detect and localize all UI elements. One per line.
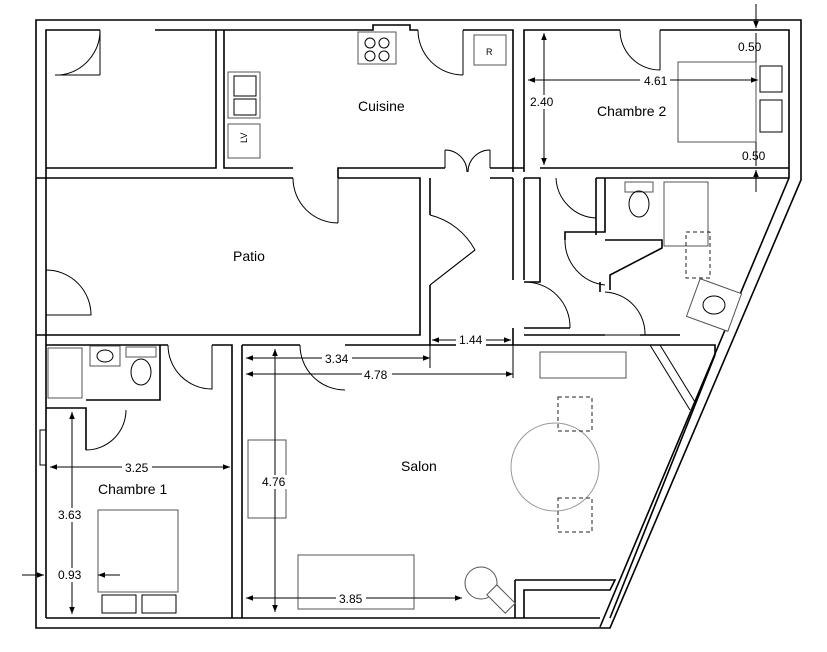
dim-salon-lower-width: 3.85 [339, 592, 363, 606]
dim-chambre2-top-clear: 0.50 [738, 40, 762, 54]
kitchen-sink-icon [227, 71, 261, 119]
fridge-icon [473, 34, 507, 66]
room-label-cuisine: Cuisine [358, 98, 405, 114]
dim-salon-depth: 4.76 [262, 475, 286, 489]
room-labels: Cuisine Chambre 2 Patio Chambre 1 Salon [98, 98, 666, 497]
dim-chambre2-depth: 2.40 [530, 95, 554, 109]
lamp-icon [464, 566, 498, 600]
shower-chambre1-icon [47, 347, 83, 399]
room-label-chambre2: Chambre 2 [597, 103, 666, 119]
dim-chambre2-width: 4.61 [644, 74, 668, 88]
dim-chambre2-bottom-clear: 0.50 [742, 149, 766, 163]
room-label-salon: Salon [401, 458, 437, 474]
washbasin-icon [685, 278, 743, 332]
interior-walls [36, 30, 789, 619]
stove-icon [357, 31, 397, 65]
sideboard-icon [539, 351, 627, 379]
dim-chambre1-depth: 3.63 [58, 508, 82, 522]
furniture: R LV [47, 31, 783, 614]
dim-salon-upper-width: 3.34 [325, 352, 349, 366]
bed-chambre1-icon [97, 509, 179, 593]
dimension-lines: 4.61 2.40 0.50 0.50 1.44 3.34 4.78 4.76 [22, 4, 766, 614]
toilet-icon [624, 181, 654, 193]
dim-chambre1-width: 3.25 [125, 461, 149, 475]
room-label-chambre1: Chambre 1 [98, 481, 167, 497]
washer-label: LV [239, 133, 249, 143]
washer-icon [227, 123, 261, 159]
dim-passage-width: 1.44 [459, 333, 483, 347]
dining-table-icon [510, 422, 600, 512]
doors [39, 29, 661, 466]
chair-top-icon [557, 396, 593, 432]
toilet-chambre1-icon [125, 346, 157, 358]
bed-chambre2-icon [677, 61, 757, 143]
room-label-patio: Patio [233, 248, 265, 264]
dim-chambre1-bed-clear: 0.93 [58, 568, 82, 582]
fridge-label: R [486, 47, 493, 57]
washbasin-chambre1-icon [89, 345, 121, 367]
chair-bottom-icon [557, 497, 593, 533]
dim-salon-width: 4.78 [364, 368, 388, 382]
